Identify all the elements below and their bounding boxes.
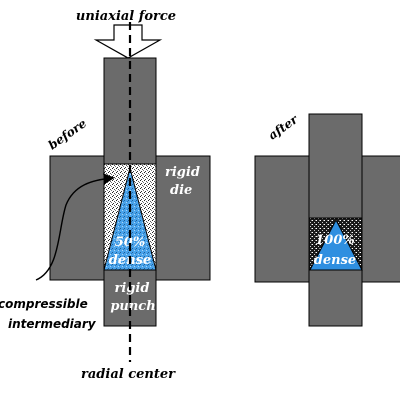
- force-arrow-icon: [93, 24, 163, 59]
- after-die-left: [254, 155, 310, 283]
- radial-center-label: radial center: [81, 367, 176, 382]
- rigid-punch-label-2: punch: [110, 299, 155, 314]
- after-bottom-punch: [308, 269, 363, 327]
- density-100-percent-label: 100%: [315, 233, 355, 248]
- after-label: after: [266, 111, 302, 142]
- rigid-die-right: [155, 155, 211, 281]
- density-50-percent-label: 50%: [115, 235, 145, 250]
- after-assembly: [254, 113, 400, 327]
- rigid-die-left: [49, 155, 105, 281]
- rigid-die-label-1: rigid: [165, 165, 200, 180]
- density-100-dense-label: dense: [314, 253, 356, 268]
- uniaxial-force-label: uniaxial force: [76, 9, 176, 24]
- after-top-punch: [308, 113, 363, 219]
- after-die-right: [361, 155, 400, 283]
- compressible-pointer-arrow: [35, 173, 115, 281]
- compressible-label-1: compressible: [0, 297, 88, 311]
- top-punch: [103, 57, 157, 165]
- compressible-label-2: intermediary: [8, 317, 97, 331]
- rigid-die-label-2: die: [170, 183, 192, 198]
- before-label: before: [46, 116, 90, 152]
- rigid-punch-label-1: rigid: [115, 281, 150, 296]
